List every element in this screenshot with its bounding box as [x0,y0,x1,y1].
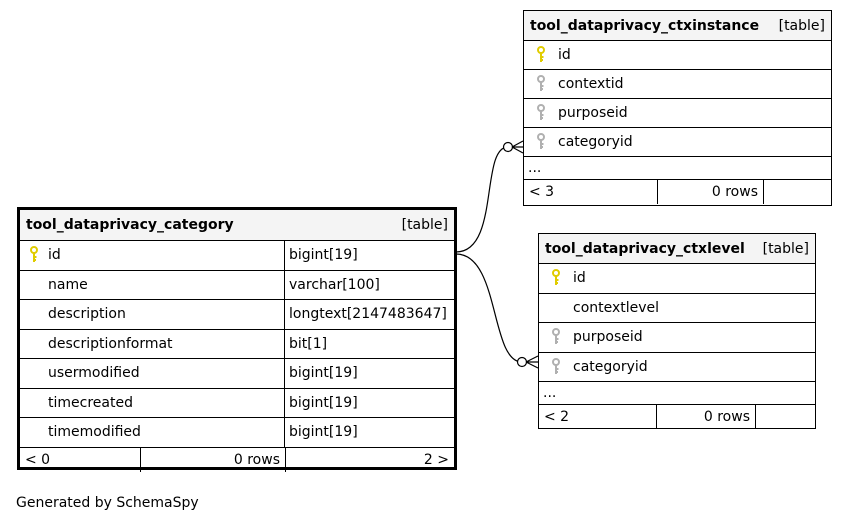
column-name-cell: usermodified [20,359,284,388]
column-name: categoryid [558,134,633,150]
column-name-cell: descriptionformat [20,330,284,359]
child-count [755,405,815,429]
column-row-id[interactable]: id bigint[19] [20,241,454,271]
edge-category-to-ctxinstance [455,146,509,253]
column-name: contextlevel [573,299,660,316]
column-row-name[interactable]: name varchar[100] [20,270,454,300]
child-count [763,180,831,204]
column-name: descriptionformat [48,335,173,352]
column-type: longtext[2147483647] [284,300,454,329]
row-count: 0 rows [140,447,285,472]
column-type: varchar[100] [284,270,454,299]
table-tool-dataprivacy-ctxlevel[interactable]: tool_dataprivacy_ctxlevel [table] id cont… [538,233,816,429]
column-name: timemodified [48,424,141,441]
column-row-descriptionformat[interactable]: descriptionformat bit[1] [20,329,454,359]
column-row-usermodified[interactable]: usermodified bigint[19] [20,359,454,389]
column-name-cell: purposeid [524,99,831,127]
foreign-key-icon [539,357,573,376]
column-row-id[interactable]: id [539,264,815,294]
column-name-cell: contextid [524,70,831,98]
column-row-timemodified[interactable]: timemodified bigint[19] [20,418,454,448]
column-row-description[interactable]: description longtext[2147483647] [20,300,454,330]
column-name-cell: id [524,41,831,69]
column-type: bigint[19] [284,388,454,417]
column-name-cell: id [539,264,815,293]
parent-count: < 0 [25,451,51,468]
column-name-cell: categoryid [539,353,815,382]
column-name: id [558,47,571,63]
edge-ctxlevel-crowfoot [525,355,539,369]
child-count[interactable]: 2 > [285,447,454,472]
column-type: bigint[19] [284,241,454,270]
table-tool-dataprivacy-category[interactable]: tool_dataprivacy_category [table] id bigi… [17,207,457,472]
column-name: name [48,276,88,293]
column-type: bigint[19] [284,418,454,447]
table-footer: < 0 0 rows 2 > [20,447,454,472]
column-name-cell: purposeid [539,323,815,352]
column-type: bit[1] [284,329,454,358]
table-name: tool_dataprivacy_ctxinstance [530,17,760,34]
primary-key-icon [524,46,558,64]
table-footer: < 2 0 rows [539,405,815,429]
column-row-id[interactable]: id [524,41,831,70]
column-name: categoryid [573,358,648,375]
column-name-cell: categoryid [524,128,831,156]
table-header[interactable]: tool_dataprivacy_ctxinstance [table] [524,11,831,41]
foreign-key-icon [524,133,558,151]
generated-by-text: Generated by SchemaSpy [16,495,199,511]
column-name-cell: timemodified [20,418,284,447]
primary-key-icon [20,246,48,264]
more-columns-ellipsis: ... [524,157,831,180]
parent-count[interactable]: < 2 [544,409,570,425]
column-name: id [573,270,586,287]
foreign-key-icon [539,328,573,346]
column-name: usermodified [48,365,140,382]
column-row-categoryid[interactable]: categoryid [524,128,831,157]
column-row-categoryid[interactable]: categoryid [539,353,815,382]
edge-category-to-ctxlevel [455,253,523,363]
column-name-cell: timecreated [20,389,284,418]
table-footer: < 3 0 rows [524,180,831,204]
more-columns-ellipsis: ... [539,382,815,405]
table-name: tool_dataprivacy_category [26,217,234,233]
table-kind: [table] [778,17,825,34]
table-header[interactable]: tool_dataprivacy_ctxlevel [table] [539,234,815,264]
table-name: tool_dataprivacy_ctxlevel [545,240,745,257]
row-count: 0 rows [656,405,755,429]
column-name: purposeid [573,329,643,346]
column-name: contextid [558,76,624,92]
table-tool-dataprivacy-ctxinstance[interactable]: tool_dataprivacy_ctxinstance [table] id c… [523,10,832,206]
column-name-cell: contextlevel [539,294,815,323]
column-row-contextid[interactable]: contextid [524,70,831,99]
table-kind: [table] [401,217,448,233]
column-type: bigint[19] [284,359,454,388]
edge-ctxlevel-optional-marker [516,356,528,368]
column-row-contextlevel[interactable]: contextlevel [539,294,815,323]
column-name-cell: name [20,271,284,300]
parent-count[interactable]: < 3 [529,184,555,200]
primary-key-icon [539,269,573,287]
foreign-key-icon [524,75,558,93]
column-name: description [48,306,126,323]
column-name: id [48,247,61,264]
column-name-cell: description [20,300,284,329]
foreign-key-icon [524,104,558,122]
table-header[interactable]: tool_dataprivacy_category [table] [20,210,454,241]
edge-ctxinstance-optional-marker [502,141,514,153]
column-name: timecreated [48,394,133,411]
edge-ctxinstance-crowfoot [511,140,524,154]
column-name-cell: id [20,241,284,270]
column-name: purposeid [558,105,628,121]
column-row-purposeid[interactable]: purposeid [539,323,815,353]
table-kind: [table] [762,240,809,257]
column-row-purposeid[interactable]: purposeid [524,99,831,128]
row-count: 0 rows [657,180,763,204]
column-row-timecreated[interactable]: timecreated bigint[19] [20,388,454,418]
